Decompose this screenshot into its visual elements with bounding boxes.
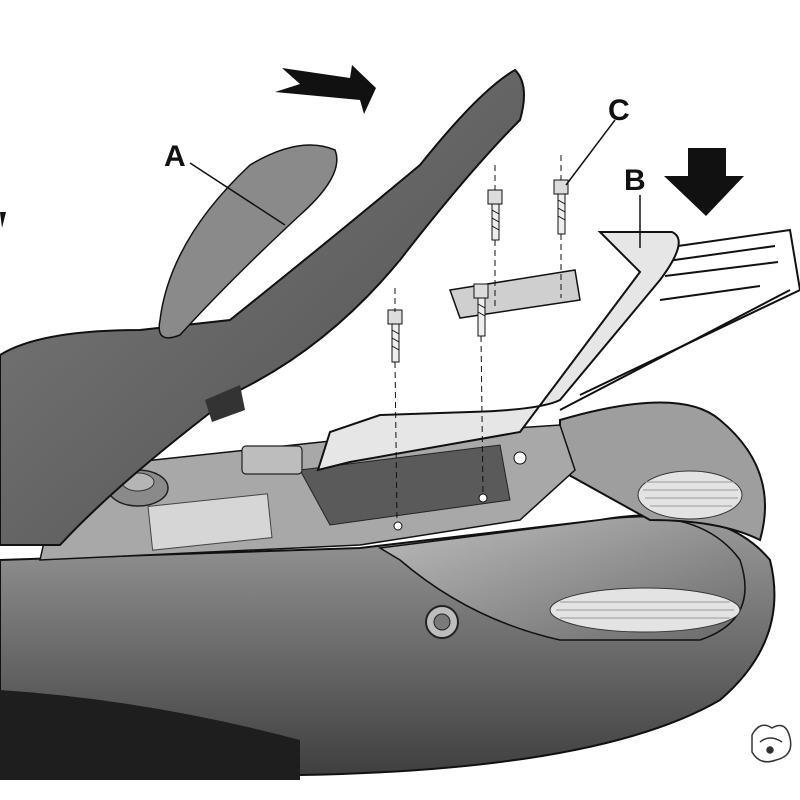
- tail-light-upper: [637, 470, 743, 520]
- mounting-plate-part-b: [316, 231, 680, 472]
- latch-block: [241, 445, 303, 475]
- dark-fender: [0, 690, 300, 780]
- compartment-floor-plate: [147, 493, 273, 551]
- key-lock-core: [433, 613, 451, 631]
- callout-label-a: A: [164, 140, 186, 173]
- bolt-c-3: [387, 309, 403, 363]
- seat-backrest: [158, 144, 338, 339]
- rear-cowl: [559, 401, 766, 542]
- compartment-cavity: [299, 444, 511, 526]
- arrow-seat-direction: [275, 65, 376, 114]
- leader-line-c: [565, 119, 616, 186]
- leader-line-a: [189, 162, 286, 226]
- bolt-c-1: [487, 189, 503, 241]
- bolt-c-2: [553, 179, 569, 235]
- brand-logo-icon: [751, 724, 792, 763]
- mount-hole-right: [478, 493, 488, 503]
- rear-rack-frame: [559, 228, 800, 411]
- callout-label-b: B: [624, 164, 646, 197]
- seat-underside-hinge: [205, 385, 245, 422]
- tail-light-stripes: [556, 481, 738, 619]
- callout-label-c: C: [608, 94, 630, 127]
- arrow-down-rack: [664, 148, 744, 216]
- alignment-guides: [394, 155, 562, 521]
- mount-hole-rear: [513, 451, 527, 465]
- edge-fragment: [0, 212, 6, 228]
- mount-hole-left: [393, 521, 403, 531]
